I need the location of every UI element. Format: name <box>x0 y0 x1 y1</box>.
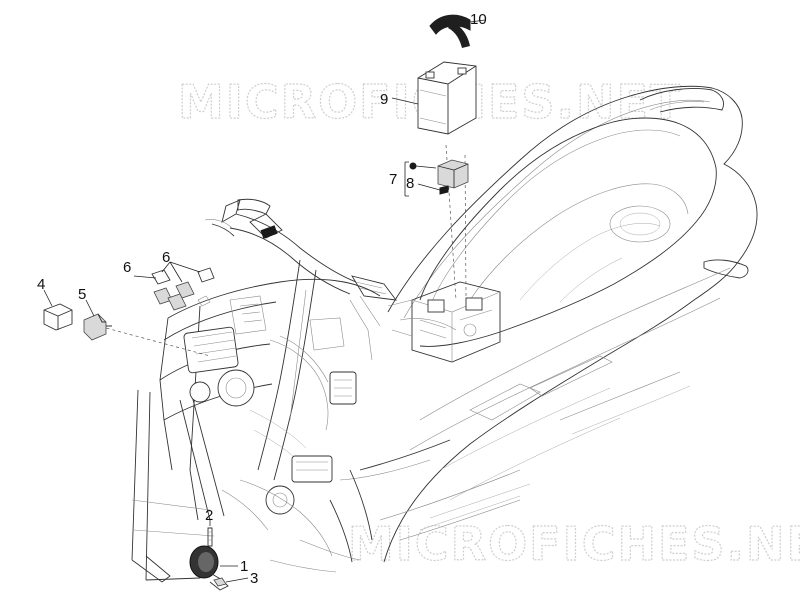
callout-7: 7 <box>389 171 397 188</box>
watermark-bottom: MICROFICHES.NET <box>348 517 800 571</box>
callout-6-right: 6 <box>162 249 170 266</box>
callout-6-left: 6 <box>123 259 131 276</box>
callout-10: 10 <box>470 11 487 28</box>
battery-part-9 <box>391 61 477 135</box>
module-part-4 <box>43 289 73 331</box>
callout-8: 8 <box>406 175 414 192</box>
callout-4: 4 <box>37 276 45 293</box>
front-electronics <box>183 295 381 557</box>
battery-tray-area <box>387 281 501 363</box>
relays-part-6 <box>133 261 215 311</box>
battery-strap-part-10 <box>429 14 486 48</box>
module-5-position-line <box>94 324 211 357</box>
callout-9: 9 <box>380 91 388 108</box>
callout-1: 1 <box>240 558 248 575</box>
callout-5: 5 <box>78 286 86 303</box>
sensor-part-5 <box>83 299 112 341</box>
scooter-body-shell <box>339 85 758 563</box>
relay-part-7-8 <box>404 159 469 197</box>
front-frame <box>131 198 397 583</box>
callout-3: 3 <box>250 570 258 587</box>
callout-2: 2 <box>205 507 213 524</box>
horn-part-1-2-3 <box>189 520 249 591</box>
